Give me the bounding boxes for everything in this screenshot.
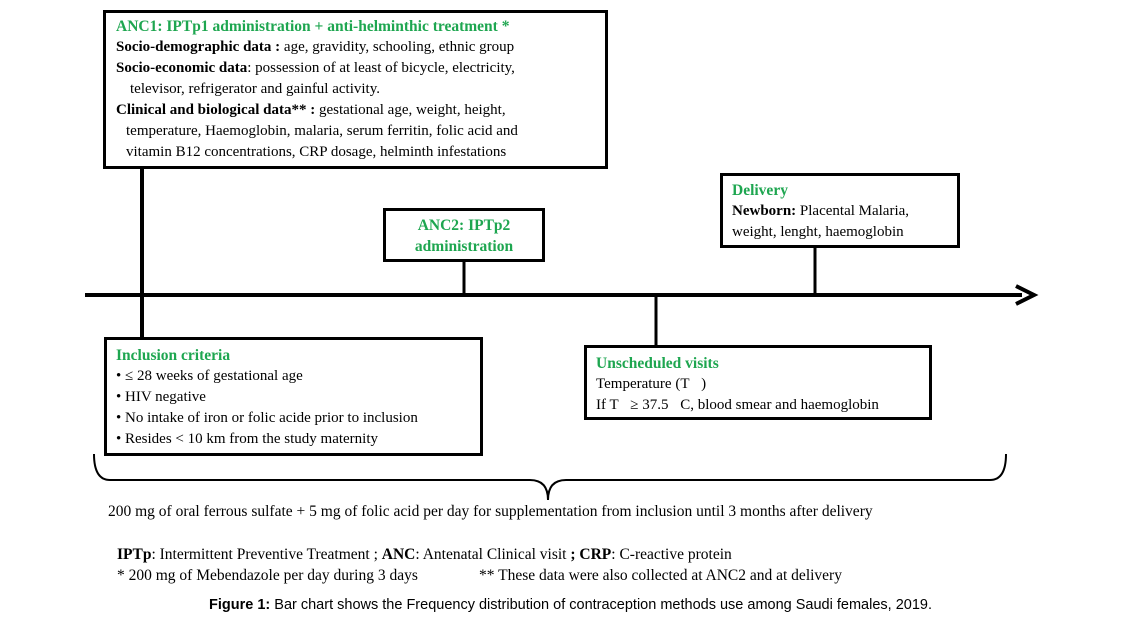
socio-economic-label: Socio-economic data xyxy=(116,60,248,76)
clinical-line: Clinical and biological data** : gestati… xyxy=(116,100,595,121)
iptp-label: IPTp xyxy=(117,546,152,563)
socio-demographic-line: Socio-demographic data : age, gravidity,… xyxy=(116,37,595,58)
unscheduled-line1: Temperature (T ) xyxy=(596,376,707,392)
socio-economic-text: : possession of at least of bicycle, ele… xyxy=(247,60,515,76)
socio-economic-text-2: televisor, refrigerator and gainful acti… xyxy=(130,81,380,97)
newborn-label: Newborn: xyxy=(732,203,797,219)
footnote-mebendazole: * 200 mg of Mebendazole per day during 3… xyxy=(117,567,418,584)
clinical-text-2: temperature, Haemoglobin, malaria, serum… xyxy=(126,123,518,139)
newborn-line: Newborn: Placental Malaria, xyxy=(732,201,948,222)
iptp-text: : Intermittent Preventive Treatment ; xyxy=(151,546,382,563)
unscheduled-title: Unscheduled visits xyxy=(596,355,719,372)
inclusion-item: • ≤ 28 weeks of gestational age xyxy=(116,368,303,384)
caption-text: Bar chart shows the Frequency distributi… xyxy=(270,597,932,613)
inclusion-item: • HIV negative xyxy=(116,389,206,405)
inclusion-criteria-box: Inclusion criteria • ≤ 28 weeks of gesta… xyxy=(104,337,483,456)
unscheduled-visits-box: Unscheduled visits Temperature (T ) If T… xyxy=(584,345,932,420)
anc2-box: ANC2: IPTp2 administration xyxy=(383,208,545,262)
inclusion-item: • No intake of iron or folic acide prior… xyxy=(116,410,418,426)
socio-economic-line: Socio-economic data: possession of at le… xyxy=(116,58,595,79)
crp-text: : C-reactive protein xyxy=(611,546,732,563)
anc2-title-line2: administration xyxy=(414,238,514,255)
inclusion-item: • Resides < 10 km from the study materni… xyxy=(116,431,379,447)
supplementation-brace xyxy=(93,453,1007,501)
timeline-arrowhead xyxy=(1015,284,1039,306)
supplementation-text: 200 mg of oral ferrous sulfate + 5 mg of… xyxy=(108,503,873,520)
anc-text: : Antenatal Clinical visit xyxy=(415,546,571,563)
inclusion-title: Inclusion criteria xyxy=(116,347,231,364)
anc1-title: ANC1: IPTp1 administration + anti-helmin… xyxy=(116,18,510,35)
semicolon: ; xyxy=(570,546,580,563)
delivery-title: Delivery xyxy=(732,182,788,199)
unscheduled-line2: If T ≥ 37.5 C, blood smear and haemoglob… xyxy=(596,397,879,413)
newborn-text: Placental Malaria, xyxy=(796,203,910,219)
abbreviations-line: IPTp: Intermittent Preventive Treatment … xyxy=(117,544,732,565)
caption-label: Figure 1: xyxy=(209,597,271,613)
crp-label: CRP xyxy=(579,546,612,563)
clinical-label: Clinical and biological data** : xyxy=(116,102,316,118)
clinical-text: gestational age, weight, height, xyxy=(315,102,506,118)
footnote-data-collected: ** These data were also collected at ANC… xyxy=(479,567,842,584)
anc-label: ANC xyxy=(381,546,416,563)
anc2-title-line1: ANC2: IPTp2 xyxy=(417,217,511,234)
clinical-text-3: vitamin B12 concentrations, CRP dosage, … xyxy=(126,144,507,160)
anc1-box: ANC1: IPTp1 administration + anti-helmin… xyxy=(103,10,608,169)
figure-caption: Figure 1: Bar chart shows the Frequency … xyxy=(0,597,1141,613)
socio-demographic-label: Socio-demographic data : xyxy=(116,39,281,55)
socio-demographic-text: age, gravidity, schooling, ethnic group xyxy=(280,39,515,55)
newborn-text-2: weight, lenght, haemoglobin xyxy=(732,224,904,240)
delivery-box: Delivery Newborn: Placental Malaria, wei… xyxy=(720,173,960,248)
